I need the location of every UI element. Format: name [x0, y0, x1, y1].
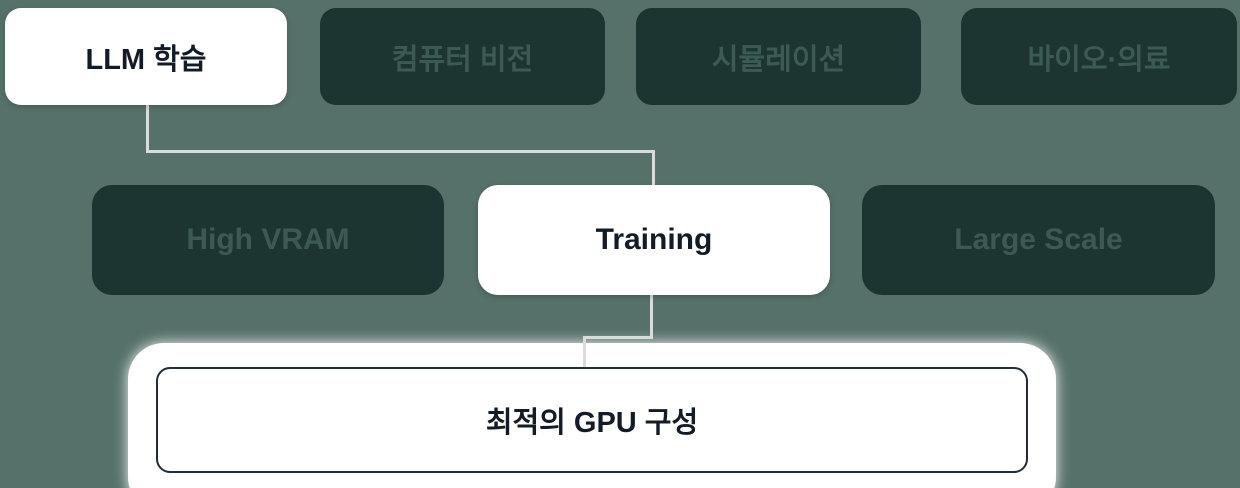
connector-to-result	[583, 336, 586, 370]
requirement-box-training[interactable]: Training	[478, 185, 830, 295]
requirement-box-large-scale[interactable]: Large Scale	[862, 185, 1215, 295]
connector-llm-horizontal	[146, 150, 655, 153]
connector-training-horizontal	[583, 336, 653, 339]
category-box-llm-training[interactable]: LLM 학습	[5, 8, 287, 105]
connector-training-down	[650, 295, 653, 338]
category-box-bio-medical[interactable]: 바이오·의료	[961, 8, 1237, 105]
category-box-simulation[interactable]: 시뮬레이션	[636, 8, 921, 105]
category-box-computer-vision[interactable]: 컴퓨터 비전	[320, 8, 605, 105]
connector-llm-down	[146, 105, 149, 153]
connector-to-training	[652, 150, 655, 186]
result-box-optimal-gpu-config: 최적의 GPU 구성	[156, 367, 1028, 473]
requirement-box-high-vram[interactable]: High VRAM	[92, 185, 444, 295]
